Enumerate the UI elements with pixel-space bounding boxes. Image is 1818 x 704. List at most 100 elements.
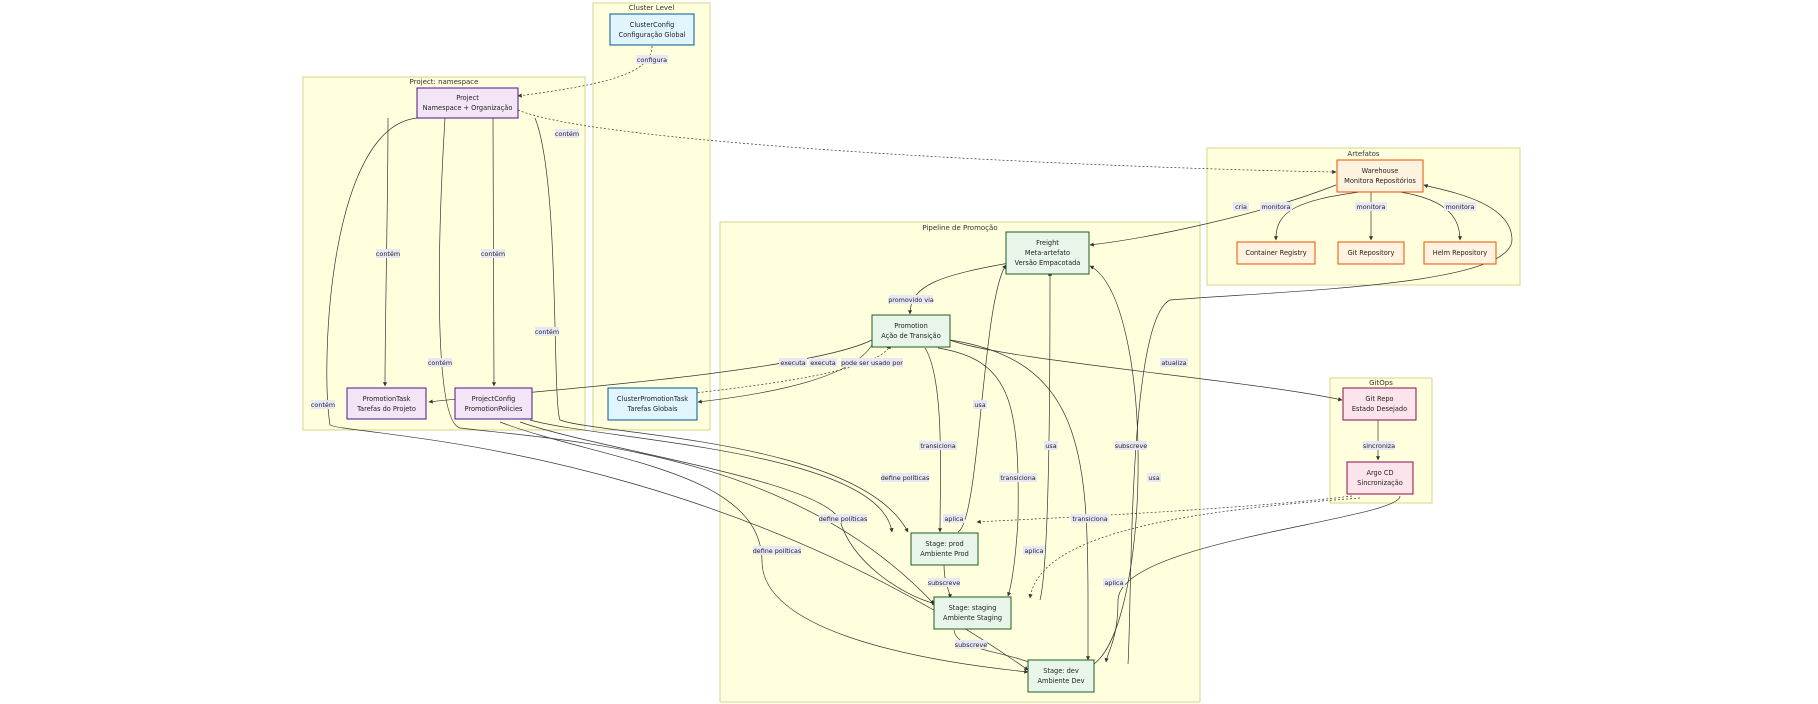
edge-label-monitora-git: monitora bbox=[1355, 202, 1387, 211]
edge-label-contem-staging: contém bbox=[428, 358, 452, 367]
svg-text:contém: contém bbox=[311, 401, 335, 409]
svg-text:contém: contém bbox=[535, 328, 559, 336]
edge-label-executa-cluster: executa bbox=[809, 358, 837, 367]
svg-text:monitora: monitora bbox=[1262, 203, 1291, 211]
svg-text:ClusterPromotionTask: ClusterPromotionTask bbox=[617, 395, 688, 403]
edge-label-subscreve-staging: subscreve bbox=[955, 640, 987, 649]
svg-text:Namespace + Organização: Namespace + Organização bbox=[423, 104, 513, 112]
edge-label-define-staging: define políticas bbox=[819, 514, 868, 523]
svg-text:usa: usa bbox=[1148, 474, 1159, 482]
node-freight[interactable]: Freight Meta-artefato Versão Empacotada bbox=[1005, 231, 1090, 275]
svg-text:monitora: monitora bbox=[1446, 203, 1475, 211]
node-clusterconfig[interactable]: ClusterConfig Configuração Global bbox=[609, 13, 695, 46]
edge-label-aplica-prod: aplica bbox=[943, 514, 965, 523]
svg-text:Argo CD: Argo CD bbox=[1366, 469, 1393, 477]
node-stage-staging[interactable]: Stage: staging Ambiente Staging bbox=[933, 596, 1012, 630]
svg-text:usa: usa bbox=[974, 401, 985, 409]
svg-text:Meta-artefato: Meta-artefato bbox=[1025, 249, 1070, 257]
svg-text:Ação de Transição: Ação de Transição bbox=[881, 332, 941, 340]
svg-text:promovido via: promovido via bbox=[888, 296, 934, 304]
node-argo-cd[interactable]: Argo CD Sincronização bbox=[1346, 461, 1414, 495]
svg-text:ClusterConfig: ClusterConfig bbox=[630, 21, 675, 29]
edge-label-cria: cria bbox=[1233, 202, 1249, 211]
edge-label-define-dev: define políticas bbox=[753, 546, 802, 555]
edge-label-aplica-staging: aplica bbox=[1023, 546, 1045, 555]
edge-label-usa-prod: usa bbox=[973, 400, 987, 409]
svg-text:Sincronização: Sincronização bbox=[1357, 479, 1403, 487]
edge-label-define-prod: define políticas bbox=[881, 473, 930, 482]
edge-label-transiciona-dev: transiciona bbox=[1071, 514, 1109, 523]
edge-label-contem-task: contém bbox=[376, 249, 400, 258]
project-cluster-title: Project: namespace bbox=[410, 78, 479, 86]
node-warehouse[interactable]: Warehouse Monitora Repositórios bbox=[1336, 159, 1424, 193]
svg-text:configura: configura bbox=[637, 56, 667, 64]
svg-text:PromotionPolicies: PromotionPolicies bbox=[465, 405, 524, 413]
edge-label-aplica-dev: aplica bbox=[1103, 578, 1125, 587]
edge-label-contem-warehouse: contém bbox=[555, 129, 579, 138]
node-git-repo[interactable]: Git Repo Estado Desejado bbox=[1342, 387, 1417, 421]
edge-label-usa-staging: usa bbox=[1044, 441, 1058, 450]
svg-text:cria: cria bbox=[1235, 203, 1247, 211]
cluster-level-title: Cluster Level bbox=[629, 4, 675, 12]
svg-text:subscreve: subscreve bbox=[928, 579, 960, 587]
svg-text:define políticas: define políticas bbox=[881, 474, 930, 482]
edge-label-contem-prod: contém bbox=[535, 327, 559, 336]
edge-label-atualiza: atualiza bbox=[1160, 358, 1188, 367]
svg-text:aplica: aplica bbox=[1105, 579, 1124, 587]
edge-label-contem-dev: contém bbox=[311, 400, 335, 409]
svg-text:contém: contém bbox=[555, 130, 579, 138]
svg-text:aplica: aplica bbox=[945, 515, 964, 523]
svg-text:ProjectConfig: ProjectConfig bbox=[472, 395, 516, 403]
node-stage-prod[interactable]: Stage: prod Ambiente Prod bbox=[910, 532, 979, 566]
svg-text:Tarefas Globais: Tarefas Globais bbox=[627, 405, 679, 413]
svg-text:sincroniza: sincroniza bbox=[1363, 442, 1395, 450]
svg-text:Container Registry: Container Registry bbox=[1245, 249, 1306, 257]
svg-text:executa: executa bbox=[780, 359, 805, 367]
svg-text:monitora: monitora bbox=[1357, 203, 1386, 211]
svg-text:Freight: Freight bbox=[1036, 239, 1059, 247]
edge-label-monitora-helm: monitora bbox=[1444, 202, 1476, 211]
cluster-pipeline: Pipeline de Promoção bbox=[719, 221, 1201, 703]
svg-text:Promotion: Promotion bbox=[894, 322, 928, 330]
edge-label-subscreve-warehouse: subscreve bbox=[1115, 441, 1147, 450]
node-git-repository[interactable]: Git Repository bbox=[1337, 241, 1405, 265]
svg-text:Ambiente Prod: Ambiente Prod bbox=[920, 550, 969, 558]
edge-label-monitora-container: monitora bbox=[1260, 202, 1292, 211]
svg-text:Tarefas do Projeto: Tarefas do Projeto bbox=[356, 405, 416, 413]
svg-text:Git Repository: Git Repository bbox=[1348, 249, 1395, 257]
svg-text:usa: usa bbox=[1045, 442, 1056, 450]
node-project[interactable]: Project Namespace + Organização bbox=[416, 87, 519, 119]
svg-text:Stage: prod: Stage: prod bbox=[925, 540, 963, 548]
artefatos-cluster-title: Artefatos bbox=[1347, 150, 1379, 158]
pipeline-cluster-title: Pipeline de Promoção bbox=[922, 224, 997, 232]
svg-text:Estado Desejado: Estado Desejado bbox=[1352, 405, 1407, 413]
svg-text:atualiza: atualiza bbox=[1161, 359, 1186, 367]
edge-label-usa-dev: usa bbox=[1147, 473, 1161, 482]
edge-label-transiciona-staging: transiciona bbox=[999, 473, 1037, 482]
svg-text:contém: contém bbox=[481, 250, 505, 258]
svg-text:contém: contém bbox=[428, 359, 452, 367]
svg-text:pode ser usado por: pode ser usado por bbox=[841, 359, 903, 367]
node-clusterpromotiontask[interactable]: ClusterPromotionTask Tarefas Globais bbox=[607, 387, 698, 421]
node-promotiontask[interactable]: PromotionTask Tarefas do Projeto bbox=[346, 387, 427, 420]
svg-text:Project: Project bbox=[456, 94, 479, 102]
svg-text:Stage: staging: Stage: staging bbox=[949, 604, 997, 612]
node-helm-repository[interactable]: Helm Repository bbox=[1423, 241, 1497, 265]
svg-text:transiciona: transiciona bbox=[1072, 515, 1107, 523]
edge-label-sincroniza: sincroniza bbox=[1363, 441, 1395, 450]
svg-text:subscreve: subscreve bbox=[955, 641, 987, 649]
svg-text:PromotionTask: PromotionTask bbox=[363, 395, 411, 403]
node-promotion[interactable]: Promotion Ação de Transição bbox=[871, 314, 951, 348]
node-projectconfig[interactable]: ProjectConfig PromotionPolicies bbox=[454, 387, 533, 420]
edge-label-pode-ser-usado-por: pode ser usado por bbox=[841, 358, 903, 367]
node-stage-dev[interactable]: Stage: dev Ambiente Dev bbox=[1027, 659, 1095, 693]
svg-text:Ambiente Staging: Ambiente Staging bbox=[943, 614, 1002, 622]
svg-text:Stage: dev: Stage: dev bbox=[1043, 667, 1079, 675]
cluster-cluster-level: Cluster Level bbox=[592, 2, 711, 431]
svg-text:Git Repo: Git Repo bbox=[1365, 395, 1393, 403]
svg-text:define políticas: define políticas bbox=[819, 515, 868, 523]
edge-label-promovido-via: promovido via bbox=[888, 295, 934, 304]
node-container-registry[interactable]: Container Registry bbox=[1236, 241, 1316, 265]
edge-label-contem-config: contém bbox=[481, 249, 505, 258]
